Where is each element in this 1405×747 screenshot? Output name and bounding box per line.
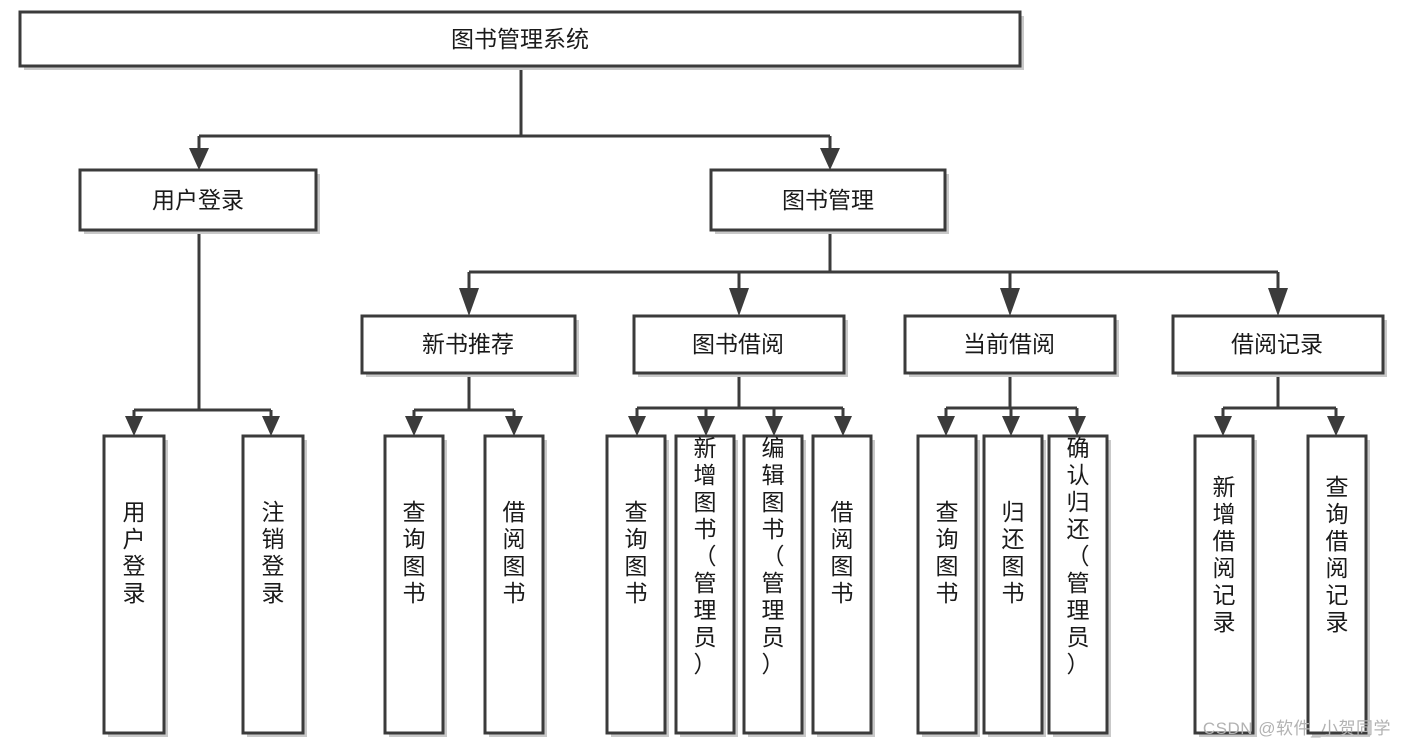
node-box [742, 434, 804, 735]
arrow-head-current-leaf2 [1002, 416, 1020, 436]
node-box [360, 314, 577, 375]
leaf-label-user-login: 用户登录 [123, 499, 146, 606]
node-box [18, 10, 1022, 68]
leaf-user-login[interactable]: 用户登录 [102, 434, 168, 737]
node-root-system[interactable]: 图书管理系统 [18, 10, 1024, 70]
node-box [674, 434, 736, 735]
arrow-head-newbook-leaf1 [405, 416, 423, 436]
arrow-head-borrow-leaf4 [834, 416, 852, 436]
leaf-records-query-record[interactable]: 查询借阅记录 [1306, 434, 1370, 737]
node-label-borrow-records: 借阅记录 [1231, 331, 1323, 357]
node-box [709, 168, 947, 232]
node-box [483, 434, 545, 735]
node-book-borrow[interactable]: 图书借阅 [632, 314, 848, 377]
leaf-current-confirm-return[interactable]: 确认归还（管理员） [1047, 434, 1111, 737]
leaf-label-borrow-add-book: 新增图书（管理员） [694, 435, 717, 677]
leaf-logout[interactable]: 注销登录 [241, 434, 307, 737]
node-box [605, 434, 667, 735]
node-box [916, 434, 978, 735]
node-box [982, 434, 1044, 735]
leaf-label-current-query-book: 查询图书 [936, 499, 959, 606]
arrow-head-records [1268, 288, 1288, 316]
node-label-current-borrow: 当前借阅 [963, 331, 1055, 357]
leaf-label-logout: 注销登录 [262, 499, 285, 606]
leaf-label-borrow-query-book: 查询图书 [625, 499, 648, 606]
arrow-head-user-login [189, 148, 209, 170]
arrow-head-records-leaf1 [1214, 416, 1232, 436]
leaf-label-current-return-book: 归还图书 [1002, 499, 1025, 606]
arrow-head-current [1000, 288, 1020, 316]
arrow-head-current-leaf1 [937, 416, 955, 436]
leaf-newbook-query-book[interactable]: 查询图书 [383, 434, 447, 737]
arrow-head-newbook [459, 288, 479, 316]
arrow-head-borrow-leaf1 [628, 416, 646, 436]
node-box [1171, 314, 1385, 375]
node-book-management[interactable]: 图书管理 [709, 168, 949, 234]
arrow-head-leaf-logout [262, 416, 280, 436]
node-box [632, 314, 846, 375]
leaf-label-borrow-borrow-book: 借阅图书 [831, 499, 854, 606]
leaf-label-current-confirm-return: 确认归还（管理员） [1067, 435, 1090, 677]
arrow-head-leaf-user-login [125, 416, 143, 436]
node-box [78, 168, 318, 232]
arrow-head-current-leaf3 [1068, 416, 1086, 436]
leaf-records-add-record[interactable]: 新增借阅记录 [1193, 434, 1257, 737]
node-box [1193, 434, 1255, 735]
leaf-borrow-borrow-book[interactable]: 借阅图书 [811, 434, 875, 737]
node-label-book-borrow: 图书借阅 [692, 331, 784, 357]
node-label-user-login-group: 用户登录 [152, 187, 244, 213]
arrow-head-records-leaf2 [1327, 416, 1345, 436]
node-new-book-recommend[interactable]: 新书推荐 [360, 314, 579, 377]
arrow-head-borrow [729, 288, 749, 316]
arrow-head-newbook-leaf2 [505, 416, 523, 436]
node-user-login-group[interactable]: 用户登录 [78, 168, 320, 234]
node-box [241, 434, 305, 735]
node-label-root-system: 图书管理系统 [451, 26, 589, 52]
node-box [102, 434, 166, 735]
leaf-newbook-borrow-book[interactable]: 借阅图书 [483, 434, 547, 737]
leaf-label-newbook-borrow-book: 借阅图书 [503, 499, 526, 606]
leaf-label-borrow-edit-book: 编辑图书（管理员） [762, 435, 785, 677]
leaf-label-records-add-record: 新增借阅记录 [1213, 474, 1236, 635]
node-current-borrow[interactable]: 当前借阅 [903, 314, 1119, 377]
node-label-new-book-recommend: 新书推荐 [422, 331, 514, 357]
leaf-current-query-book[interactable]: 查询图书 [916, 434, 980, 737]
leaf-borrow-query-book[interactable]: 查询图书 [605, 434, 669, 737]
leaf-borrow-add-book[interactable]: 新增图书（管理员） [674, 434, 738, 737]
leaf-label-newbook-query-book: 查询图书 [403, 499, 426, 606]
node-borrow-records[interactable]: 借阅记录 [1171, 314, 1387, 377]
arrow-head-book-mgmt [820, 148, 840, 170]
leaf-borrow-edit-book[interactable]: 编辑图书（管理员） [742, 434, 806, 737]
node-label-book-management: 图书管理 [782, 187, 874, 213]
leaf-current-return-book[interactable]: 归还图书 [982, 434, 1046, 737]
node-box [903, 314, 1117, 375]
leaf-label-records-query-record: 查询借阅记录 [1326, 474, 1349, 635]
arrow-head-borrow-leaf2 [697, 416, 715, 436]
node-box [811, 434, 873, 735]
node-box [1047, 434, 1109, 735]
node-box [1306, 434, 1368, 735]
connector-layer [125, 68, 1345, 436]
arrow-head-borrow-leaf3 [765, 416, 783, 436]
node-box [383, 434, 445, 735]
